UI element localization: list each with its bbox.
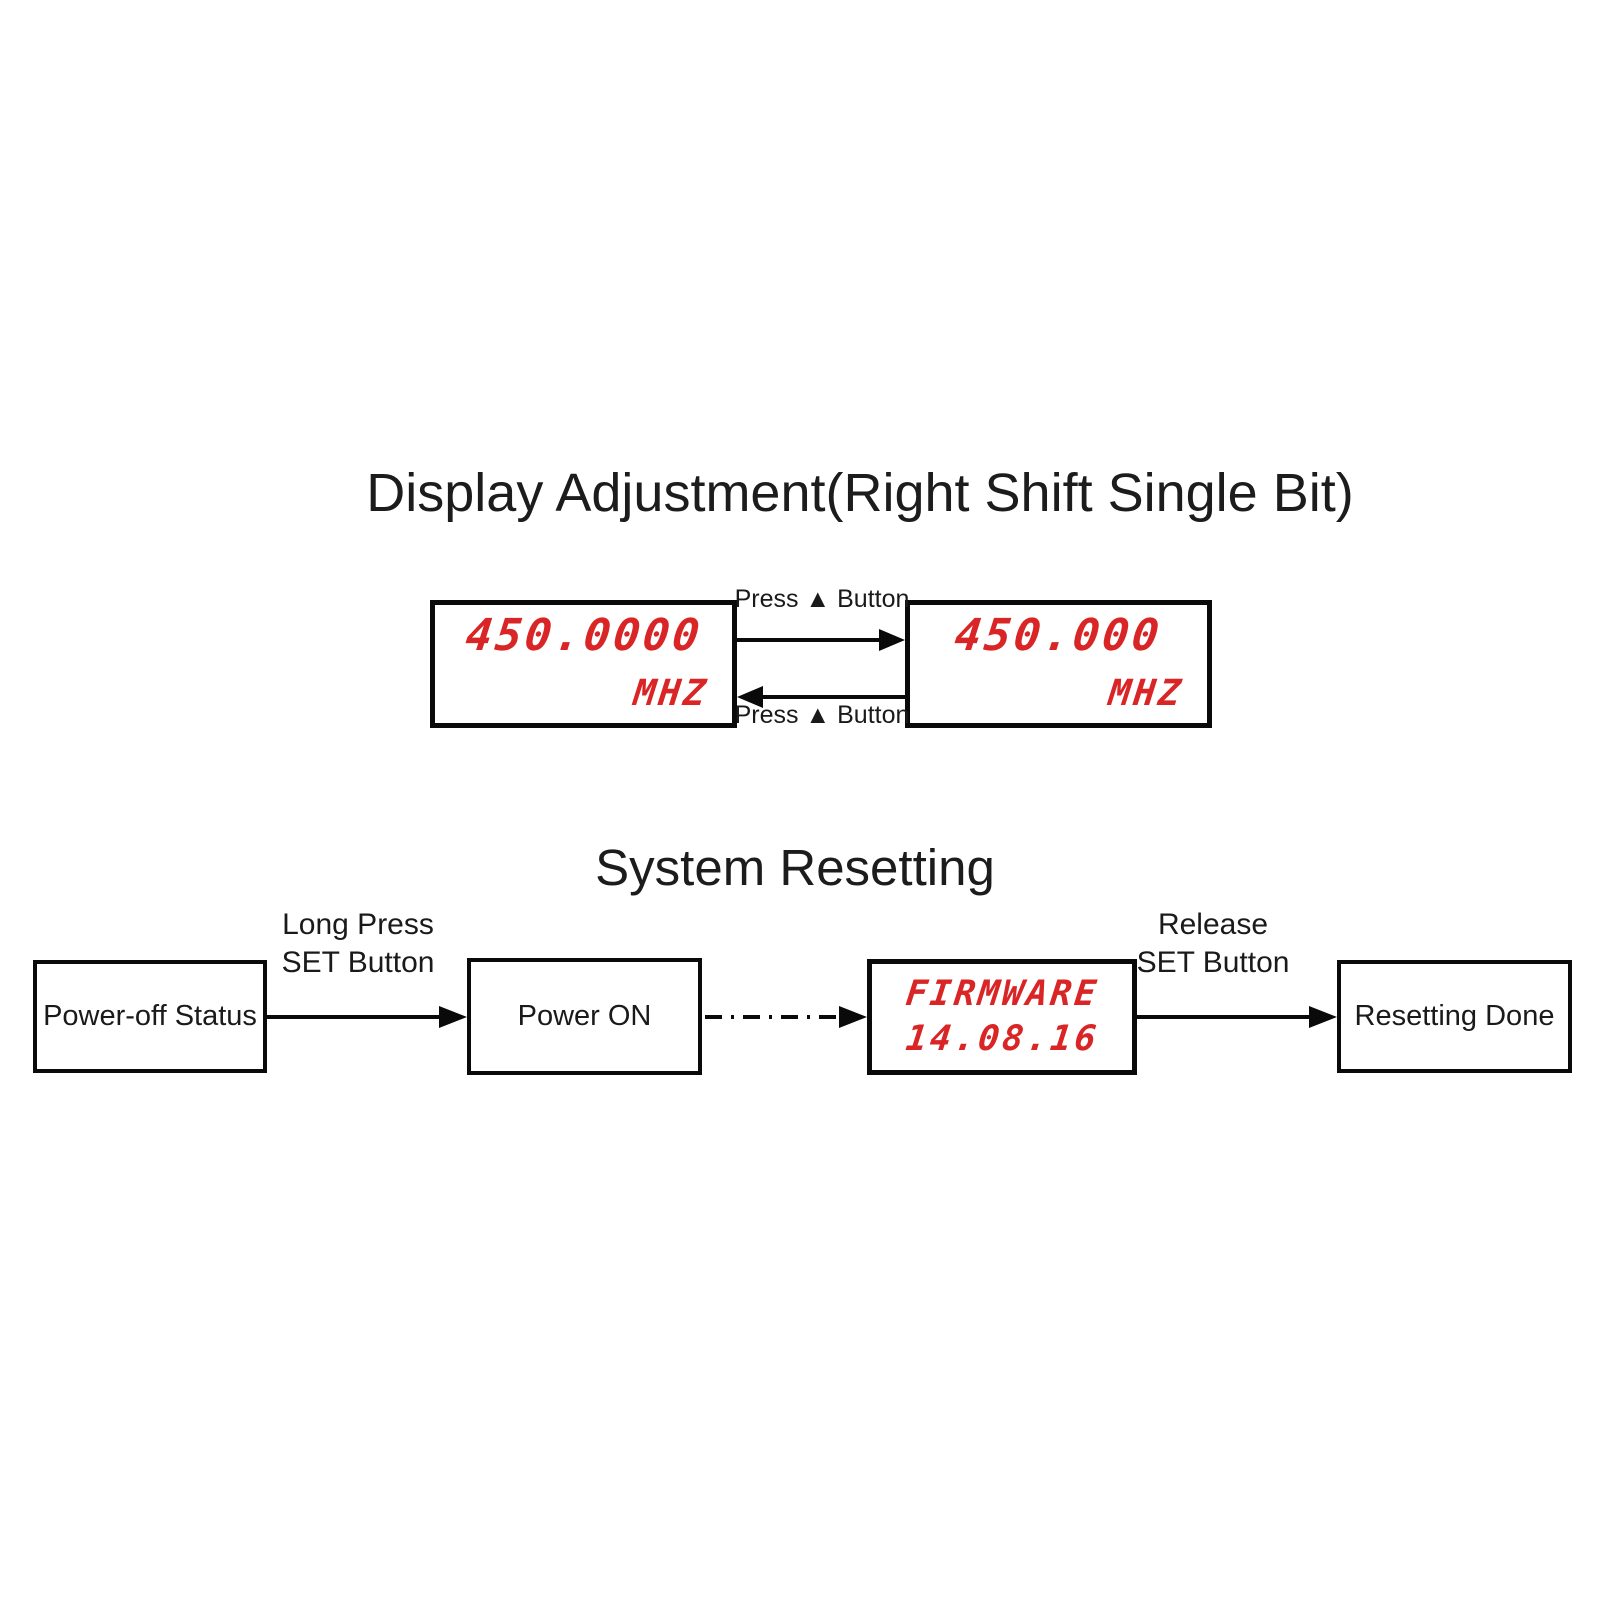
lcd-unit-before: MHZ [631, 673, 711, 714]
system-resetting-title: System Resetting [595, 839, 995, 896]
arrow-long-press [267, 1006, 467, 1028]
long-press-label-line2: SET Button [281, 946, 435, 980]
step-resetting-done-label: Resetting Done [1354, 1000, 1555, 1032]
arrow-release-head [1309, 1006, 1337, 1028]
arrow-forward-head [879, 629, 905, 651]
arrow-dash-dot-head [839, 1006, 867, 1028]
arrow-release [1137, 1006, 1337, 1028]
step-resetting-done: Resetting Done [1337, 960, 1572, 1073]
release-label-line2: SET Button [1136, 946, 1290, 980]
lcd-display-after: 450.000 MHZ [905, 600, 1212, 728]
step-power-on: Power ON [467, 958, 702, 1075]
arrow-forward [737, 629, 905, 651]
lcd-unit-after: MHZ [1106, 673, 1186, 714]
step-power-on-label: Power ON [517, 1000, 652, 1032]
lcd-frequency-before: 450.0000 [462, 610, 705, 661]
release-label-line1: Release [1157, 908, 1269, 941]
step-power-off-status-label: Power-off Status [43, 1000, 257, 1032]
lcd-display-before: 450.0000 MHZ [430, 600, 737, 728]
long-press-label-line1: Long Press [282, 908, 434, 941]
arrow-dash-dot [705, 1006, 867, 1028]
lcd-frequency-after: 450.000 [952, 610, 1165, 661]
long-press-set-button-label: Long Press SET Button [253, 906, 463, 983]
arrow-back [737, 686, 905, 708]
arrow-back-head [737, 686, 763, 708]
release-set-button-label: Release SET Button [1108, 906, 1318, 983]
press-up-button-label-bottom: Press ▲ Button [734, 701, 910, 729]
arrow-long-press-head [439, 1006, 467, 1028]
display-adjustment-title: Display Adjustment(Right Shift Single Bi… [366, 463, 1354, 523]
lcd-firmware-display: FIRMWARE 14.08.16 [867, 959, 1137, 1075]
step-power-off-status: Power-off Status [33, 960, 267, 1073]
lcd-firmware-line2: 14.08.16 [903, 1019, 1101, 1059]
press-up-button-label-top: Press ▲ Button [734, 585, 910, 613]
lcd-firmware-line1: FIRMWARE [903, 974, 1101, 1014]
